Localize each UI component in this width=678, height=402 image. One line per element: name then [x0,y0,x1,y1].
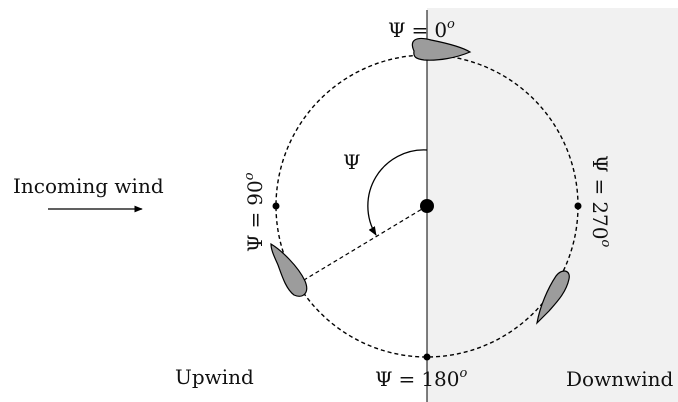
azimuth-label-0-value: 0 [434,18,447,42]
azimuth-label-270-deg: o [598,240,613,248]
azimuth-label-90-deg: o [242,172,257,180]
azimuth-label-90-value: 90 [243,180,267,205]
azimuth-label-0: Ψ=0o [388,17,455,42]
azimuth-label-180: Ψ=180o [375,366,468,391]
azimuth-label-90-psi: Ψ [243,234,267,252]
azimuth-label-270-psi: Ψ [588,155,612,173]
incoming-wind-label: Incoming wind [13,174,164,198]
blade-right [536,270,570,325]
azimuth-label-270-value: 270 [588,201,612,239]
azimuth-label-90: Ψ = 90o [242,172,267,252]
azimuth-label-0-psi: Ψ [388,18,406,42]
azimuth-dot-90 [272,202,280,210]
psi-angle-symbol: Ψ [343,150,361,174]
azimuth-label-180-deg: o [460,366,468,381]
azimuth-label-90-eq: = [243,212,267,229]
azimuth-label-180-value: 180 [421,367,459,391]
azimuth-dot-180 [423,353,431,361]
azimuth-dot-270 [574,202,582,210]
azimuth-label-0-deg: o [447,17,455,32]
azimuth-label-0-eq: = [412,18,429,42]
azimuth-label-180-psi: Ψ [375,367,393,391]
blade-top [411,37,472,61]
azimuth-label-270: Ψ = 270o [588,155,613,248]
azimuth-label-270-eq: = [588,179,612,196]
blade-left [270,242,308,297]
radius-to-blade-line [303,205,428,281]
azimuth-label-180-eq: = [399,367,416,391]
psi-angle-arc [367,149,428,236]
downwind-region [427,8,678,402]
upwind-label: Upwind [175,365,254,389]
downwind-label: Downwind [566,367,673,391]
